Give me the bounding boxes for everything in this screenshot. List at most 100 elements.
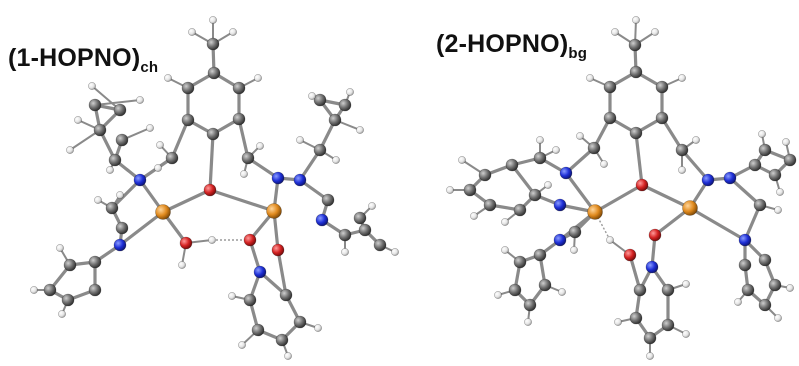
left-hydrogen-atom — [209, 16, 217, 24]
left-carbon-atom — [181, 113, 195, 127]
right-carbon-atom — [768, 278, 782, 292]
left-carbon-atom — [105, 201, 119, 215]
right-hydrogen-atom — [682, 330, 690, 338]
right-carbon-atom — [505, 158, 519, 172]
left-hydrogen-atom — [346, 88, 354, 96]
right-carbon-atom — [758, 143, 772, 157]
right-carbon-atom — [661, 318, 675, 332]
left-bond — [110, 178, 142, 210]
right-bond — [660, 116, 684, 152]
left-hydrogen-atom — [341, 248, 349, 256]
left-carbon-atom — [115, 221, 129, 235]
left-hydrogen-atom — [178, 261, 186, 269]
right-carbon-atom — [741, 283, 755, 297]
right-carbon-atom — [533, 248, 547, 262]
right-carbon-atom — [643, 331, 657, 345]
left-carbon-atom — [206, 127, 220, 141]
right-hydrogen-atom — [458, 156, 466, 164]
right-bond — [640, 183, 692, 210]
right-nitrogen-atom — [553, 198, 567, 212]
left-hydrogen-atom — [256, 142, 264, 150]
left-hydrogen-atom — [296, 136, 304, 144]
right-hydrogen-atom — [614, 318, 622, 326]
right-carbon-atom — [629, 126, 643, 140]
right-hydrogen-atom — [776, 188, 784, 196]
right-hydrogen-atom — [692, 136, 700, 144]
right-carbon-atom — [568, 225, 582, 239]
right-hydrogen-atom — [651, 28, 659, 36]
left-carbon-atom — [321, 193, 335, 207]
right-carbon-atom — [783, 153, 797, 167]
left-hydrogen-atom — [88, 82, 96, 90]
right-hydrogen-atom — [536, 136, 544, 144]
left-hydrogen-atom — [156, 141, 164, 149]
right-bond — [564, 171, 597, 214]
right-bond — [510, 163, 537, 197]
left-carbon-atom — [313, 143, 327, 157]
left-hydrogen-atom — [146, 124, 154, 132]
left-hydrogen-atom — [254, 74, 262, 82]
right-hydrogen-atom — [501, 218, 509, 226]
left-carbon-atom — [232, 112, 246, 126]
right-carbon-atom — [587, 141, 601, 155]
left-hydrogen-atom — [240, 170, 248, 178]
left-bond — [276, 248, 288, 297]
left-hydrogen-atom — [164, 74, 172, 82]
left-carbon-atom — [93, 123, 107, 137]
left-hydrogen-atom — [229, 28, 237, 36]
left-hydrogen-atom — [56, 244, 64, 252]
left-bond — [298, 148, 322, 182]
right-hydrogen-atom — [552, 146, 560, 154]
left-hydrogen-atom — [314, 324, 322, 332]
right-carbon-atom — [533, 151, 547, 165]
right-oxygen-atom — [623, 248, 637, 262]
right-hydrogen-atom — [682, 280, 690, 288]
right-hydrogen-atom — [586, 74, 594, 82]
left-bond — [170, 118, 190, 160]
right-metal-atom — [587, 204, 603, 220]
right-nitrogen-atom — [559, 166, 573, 180]
right-carbon-atom — [633, 283, 647, 297]
right-carbon-atom — [538, 278, 552, 292]
right-carbon-atom — [628, 38, 642, 52]
left-carbon-atom — [373, 238, 387, 252]
right-bond — [564, 146, 596, 175]
right-hydrogen-atom — [632, 16, 640, 24]
left-carbon-atom — [88, 98, 102, 112]
right-oxygen-atom — [635, 178, 649, 192]
right-hydrogen-atom — [470, 212, 478, 220]
left-bond — [161, 188, 212, 214]
left-carbon-atom — [207, 66, 221, 80]
right-carbon-atom — [758, 253, 772, 267]
right-hydrogen-atom — [782, 138, 790, 146]
right-carbon-atom — [513, 255, 527, 269]
left-hydrogen-atom — [94, 196, 102, 204]
right-carbon-atom — [513, 203, 527, 217]
left-hydrogen-atom — [228, 292, 236, 300]
left-nitrogen-atom — [253, 265, 267, 279]
left-hydrogen-atom — [284, 352, 292, 360]
left-carbon-atom — [206, 37, 220, 51]
left-oxygen-atom — [271, 243, 285, 257]
right-hydrogen-atom — [558, 288, 566, 296]
right-carbon-atom — [661, 283, 675, 297]
right-carbon-atom — [768, 168, 782, 182]
right-nitrogen-atom — [738, 233, 752, 247]
right-bond — [634, 131, 644, 187]
right-bond — [743, 203, 762, 242]
right-carbon-atom — [603, 111, 617, 125]
right-carbon-atom — [629, 65, 643, 79]
left-carbon-atom — [43, 283, 57, 297]
right-hydrogen-atom — [606, 236, 614, 244]
right-hydrogen-atom — [524, 318, 532, 326]
left-bond — [208, 132, 215, 192]
structure-label-left: (1-HOPNO)ch — [8, 44, 159, 76]
left-carbon-atom — [61, 293, 75, 307]
right-hydrogen-atom — [576, 132, 584, 140]
right-bond — [593, 183, 644, 214]
left-nitrogen-atom — [113, 238, 127, 252]
left-bond — [94, 99, 141, 106]
left-bond — [246, 156, 280, 180]
right-hydrogen-atom — [646, 352, 654, 360]
